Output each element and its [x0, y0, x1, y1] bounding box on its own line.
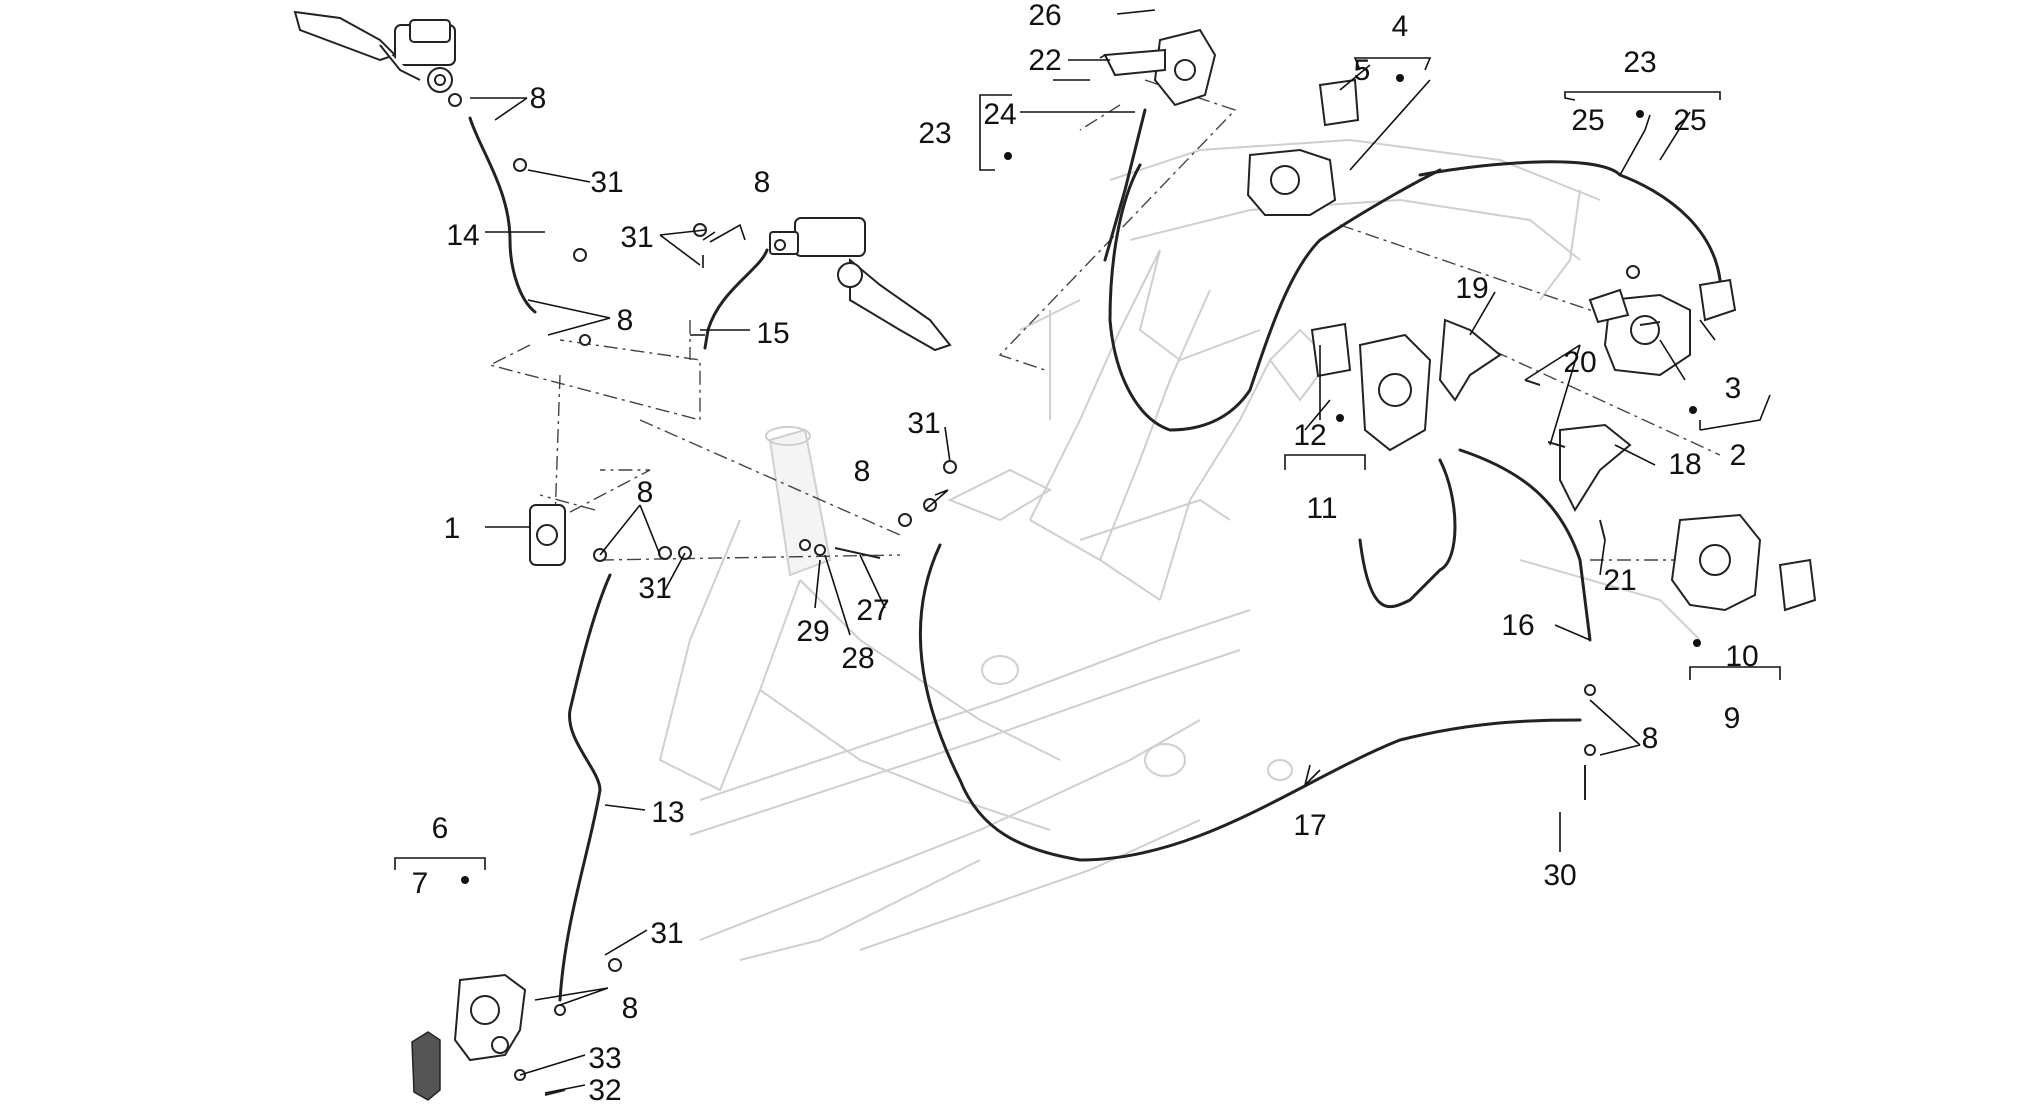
rear-caliper-left — [1246, 78, 1360, 216]
callout-11: 11 — [1306, 492, 1337, 525]
rear-caliper-right — [1588, 278, 1737, 377]
callout-31-front-caliper: 31 — [650, 917, 683, 950]
reference-lines — [488, 79, 1721, 561]
callout-29: 29 — [796, 615, 829, 648]
callout-25-left: 25 — [1571, 104, 1604, 137]
distributor — [529, 504, 566, 566]
callout-8-rear: 8 — [1642, 722, 1659, 755]
callout-14: 14 — [446, 219, 479, 252]
callout-7: 7 — [412, 867, 429, 900]
callout-9: 9 — [1724, 702, 1741, 735]
callout-31-left: 31 — [620, 221, 653, 254]
callout-26: 26 — [1028, 0, 1061, 32]
callout-13: 13 — [651, 796, 684, 829]
scooter-frame — [658, 138, 1701, 961]
set-dots — [461, 74, 1701, 884]
callout-6: 6 — [432, 812, 449, 845]
callout-4: 4 — [1392, 10, 1409, 43]
leader-lines — [470, 9, 1716, 1094]
right-master-cylinder — [769, 217, 952, 352]
front-caliper — [411, 973, 527, 1101]
callouts: 1 2 3 4 5 6 7 8 8 8 8 8 8 8 9 10 11 12 1… — [412, 0, 1759, 1105]
callout-25-right: 25 — [1673, 104, 1706, 137]
callout-27: 27 — [856, 594, 889, 627]
rear-caliper-middle — [1310, 318, 1502, 452]
callout-24: 24 — [983, 98, 1016, 131]
brake-hoses — [468, 116, 1723, 1002]
callout-33: 33 — [588, 1042, 621, 1075]
callout-31-distributor: 31 — [638, 572, 671, 605]
callout-32: 32 — [588, 1074, 621, 1105]
callout-17: 17 — [1293, 809, 1326, 842]
rear-caliper-bottom — [1559, 423, 1817, 612]
callout-8-front-caliper: 8 — [622, 992, 639, 1025]
parking-brake-lever — [1103, 28, 1217, 262]
callout-8-distributor: 8 — [637, 476, 654, 509]
callout-16: 16 — [1501, 609, 1534, 642]
small-fittings — [448, 93, 1661, 1096]
callout-10: 10 — [1725, 640, 1758, 673]
group-brackets — [394, 57, 1781, 870]
callout-8-mid: 8 — [854, 455, 871, 488]
callout-30: 30 — [1543, 859, 1576, 892]
callout-8-top-left: 8 — [530, 82, 547, 115]
callout-31-top: 31 — [590, 166, 623, 199]
callout-28: 28 — [841, 642, 874, 675]
callout-15: 15 — [756, 317, 789, 350]
callout-8-top-right: 8 — [754, 166, 771, 199]
callout-20: 20 — [1563, 346, 1596, 379]
callout-2: 2 — [1730, 439, 1747, 472]
callout-18: 18 — [1668, 448, 1701, 481]
callout-8-left: 8 — [617, 304, 634, 337]
callout-12: 12 — [1293, 419, 1326, 452]
callout-19: 19 — [1455, 272, 1488, 305]
callout-22: 22 — [1028, 44, 1061, 77]
callout-3: 3 — [1725, 372, 1742, 405]
callout-5: 5 — [1354, 54, 1371, 87]
left-master-cylinder — [293, 10, 456, 93]
callout-31-mid: 31 — [907, 407, 940, 440]
callout-23-right: 23 — [1623, 46, 1656, 79]
callout-21: 21 — [1603, 564, 1636, 597]
callout-1: 1 — [444, 512, 461, 545]
callout-23-left: 23 — [918, 117, 951, 150]
